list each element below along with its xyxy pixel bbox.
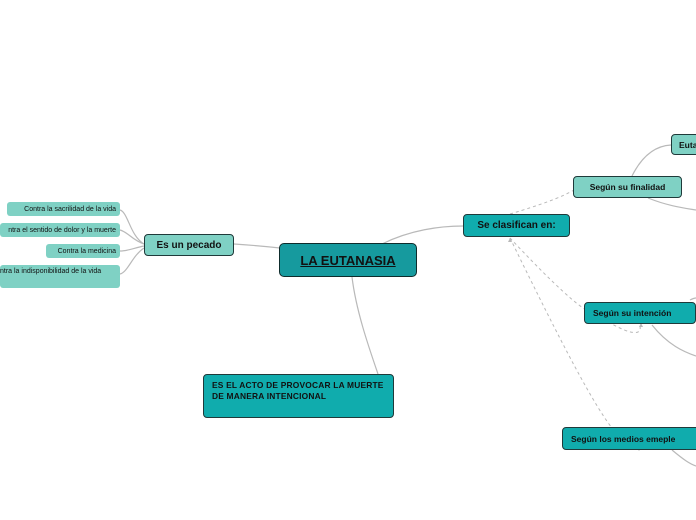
subtopic-euta-label: Euta (679, 139, 696, 150)
subtopic-medios-label: Según los medios emeple (571, 433, 676, 444)
central-topic[interactable]: LA EUTANASIA (279, 243, 417, 277)
central-topic-label: LA EUTANASIA (300, 252, 396, 268)
leaf-sacrilidad-label: Contra la sacrilidad de la vida (24, 205, 116, 213)
link-pecado-leaf-1 (119, 209, 145, 245)
dashed-clasifican-intencion (509, 237, 587, 311)
topic-se-clasifican-label: Se clasifican en: (477, 220, 556, 231)
link-intencion-right (689, 297, 696, 301)
link-pecado-leaf-3 (119, 245, 145, 252)
link-central-clasifican (381, 225, 464, 245)
link-medios-offscreen (671, 449, 696, 467)
definition-text: ES EL ACTO DE PROVOCAR LA MUERTE DE MANE… (212, 380, 384, 401)
topic-es-un-pecado-label: Es un pecado (156, 239, 222, 251)
leaf-dolor-muerte[interactable]: ntra el sentido de dolor y la muerte (0, 223, 120, 237)
arrow-intencion (639, 323, 643, 327)
link-central-pecado (233, 243, 281, 249)
topic-se-clasifican[interactable]: Se clasifican en: (463, 214, 570, 237)
link-finalidad-offscreen (647, 197, 696, 211)
dashed-intencion-loop (611, 323, 641, 333)
link-pecado-leaf-4 (119, 247, 145, 275)
subtopic-finalidad-label: Según su finalidad (589, 182, 666, 192)
arrow-clasifican (508, 238, 512, 242)
leaf-medicina-label: Contra la medicina (57, 247, 116, 255)
subtopic-intencion-label: Según su intención (593, 308, 672, 318)
link-pecado-leaf-2 (119, 229, 145, 245)
subtopic-finalidad[interactable]: Según su finalidad (573, 176, 682, 198)
link-central-definition (351, 276, 379, 375)
subtopic-medios[interactable]: Según los medios emeple (562, 427, 696, 450)
dashed-clasifican-finalidad (509, 189, 575, 215)
leaf-indisponibilidad-label: ntra la indisponibilidad de la vida (0, 268, 102, 275)
definition-box[interactable]: ES EL ACTO DE PROVOCAR LA MUERTE DE MANE… (203, 374, 394, 418)
leaf-sacrilidad[interactable]: Contra la sacrilidad de la vida (7, 202, 120, 216)
subtopic-intencion[interactable]: Según su intención (584, 302, 696, 324)
leaf-indisponibilidad[interactable]: ntra la indisponibilidad de la vida (0, 265, 120, 288)
link-finalidad-euta (631, 144, 672, 177)
topic-es-un-pecado[interactable]: Es un pecado (144, 234, 234, 256)
leaf-dolor-muerte-label: ntra el sentido de dolor y la muerte (8, 226, 116, 234)
link-intencion-offscreen (651, 324, 696, 357)
subtopic-euta[interactable]: Euta (671, 134, 696, 155)
leaf-medicina[interactable]: Contra la medicina (46, 244, 120, 258)
dashed-clasifican-medios (509, 237, 613, 429)
